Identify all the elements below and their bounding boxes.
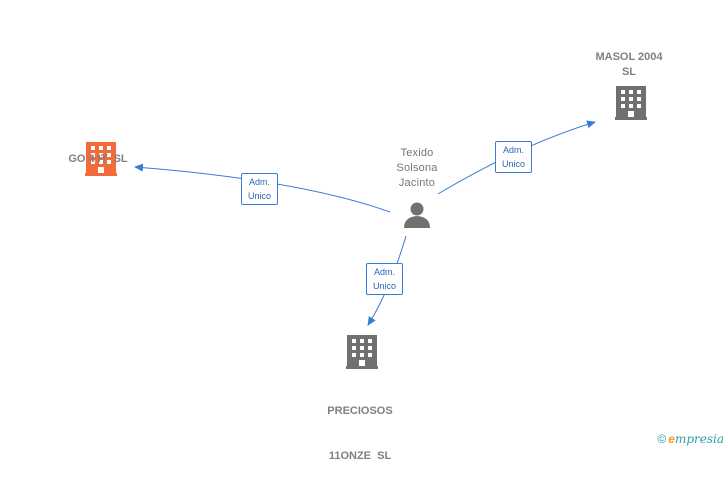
edge-label-line: Adm. bbox=[374, 267, 396, 277]
company-label-masol[interactable]: MASOL 2004 SL bbox=[584, 50, 674, 80]
building-icon[interactable] bbox=[85, 142, 117, 176]
edge-label-go4it: Adm. Unico bbox=[241, 173, 279, 205]
company-name-line: MASOL 2004 bbox=[595, 51, 663, 63]
edge-label-line: Unico bbox=[248, 191, 272, 201]
person-label[interactable]: Texido Solsona Jacinto bbox=[377, 146, 457, 191]
company-name-line: PRECIOSOS bbox=[327, 405, 393, 417]
company-name-line: 11ONZE SL bbox=[328, 450, 392, 462]
brand-name: mpresia bbox=[674, 432, 724, 446]
edge-label-line: Adm. bbox=[249, 177, 271, 187]
brand-initial: e bbox=[668, 432, 675, 446]
building-icon[interactable] bbox=[346, 335, 378, 369]
edge-person-go4it bbox=[134, 163, 391, 213]
building-icon[interactable] bbox=[615, 86, 647, 120]
person-name-line: Jacinto bbox=[398, 177, 436, 189]
edge-label-line: Unico bbox=[502, 159, 526, 169]
person-name-line: Solsona bbox=[396, 162, 438, 174]
edge-label-preciosos: Adm. Unico bbox=[366, 263, 404, 295]
edge-label-line: Unico bbox=[373, 281, 397, 291]
edge-label-masol: Adm. Unico bbox=[495, 141, 533, 173]
company-label-go4it[interactable]: GO 4 IT SL bbox=[48, 122, 148, 182]
copyright-symbol: © bbox=[657, 432, 667, 446]
brand-logo: ©empresia bbox=[657, 432, 724, 446]
person-icon[interactable] bbox=[404, 202, 430, 229]
person-name-line: Texido bbox=[400, 147, 434, 159]
edge-label-line: Adm. bbox=[503, 145, 525, 155]
company-name-line: GO 4 IT SL bbox=[68, 153, 128, 165]
relationship-graph bbox=[85, 86, 647, 369]
company-label-preciosos[interactable]: PRECIOSOS 11ONZE SL bbox=[310, 374, 410, 479]
company-name-line: SL bbox=[621, 66, 637, 78]
